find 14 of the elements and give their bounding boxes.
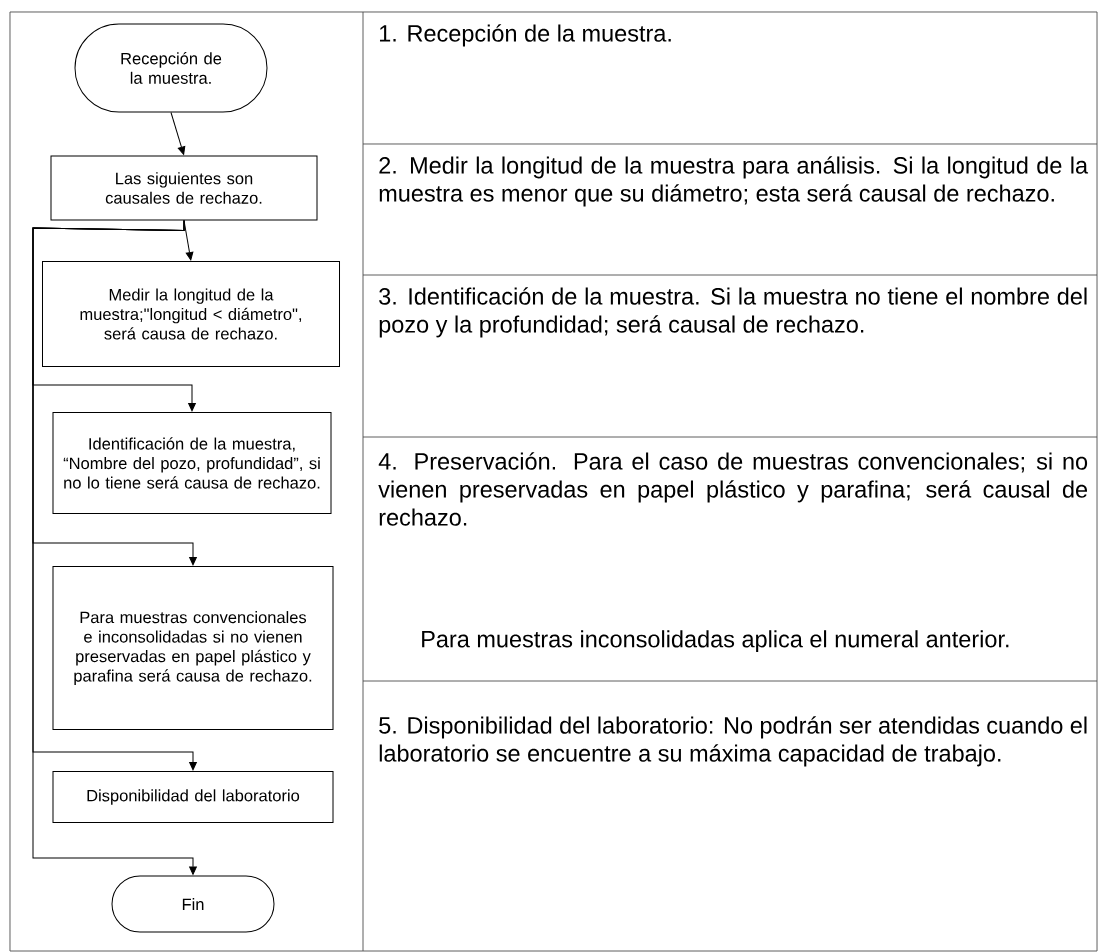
process-box: Para muestras convencionales e inconsolidadas si no vienen preservadas en papel plástico y parafina será causa de rechazo.: [52, 566, 334, 730]
process-box: Identificación de la muestra, “Nombre del pozo, profundidad”, si no lo tiene será causa de rechazo.: [52, 412, 332, 514]
list-item: 4. Preservación. Para el caso de muestras convencionales; si no vienen preservadas en papel plástico y parafina; será causal de rechazo.: [378, 452, 1088, 526]
process-box: Disponibilidad del laboratorio: [52, 771, 334, 823]
list-item: 5. Disponibilidad del laboratorio: No podrán ser atendidas cuando el laboratorio se encuentre a su máxima capacidad de trabajo.: [379, 716, 1087, 767]
list-item: 3. Identificación de la muestra. Si la muestra no tiene el nombre del pozo y la profundidad; será causal de rechazo.: [379, 287, 1087, 338]
arrow: [32, 220, 197, 875]
arrow: [183, 220, 194, 261]
list-item: 1. Recepción de la muestra.: [380, 24, 671, 47]
list-item: 2. Medir la longitud de la muestra para análisis. Si la longitud de la muestra es menor que su diámetro; esta será causal de rechazo.: [379, 156, 1089, 207]
process-box: Las siguientes son causales de rechazo.: [50, 155, 318, 221]
list-item: Para muestras inconsolidadas aplica el numeral anterior.: [422, 630, 1009, 653]
process-box: Medir la longitud de la muestra;"longitud < diámetro", será causa de rechazo.: [42, 261, 340, 367]
arrow: [170, 112, 186, 155]
